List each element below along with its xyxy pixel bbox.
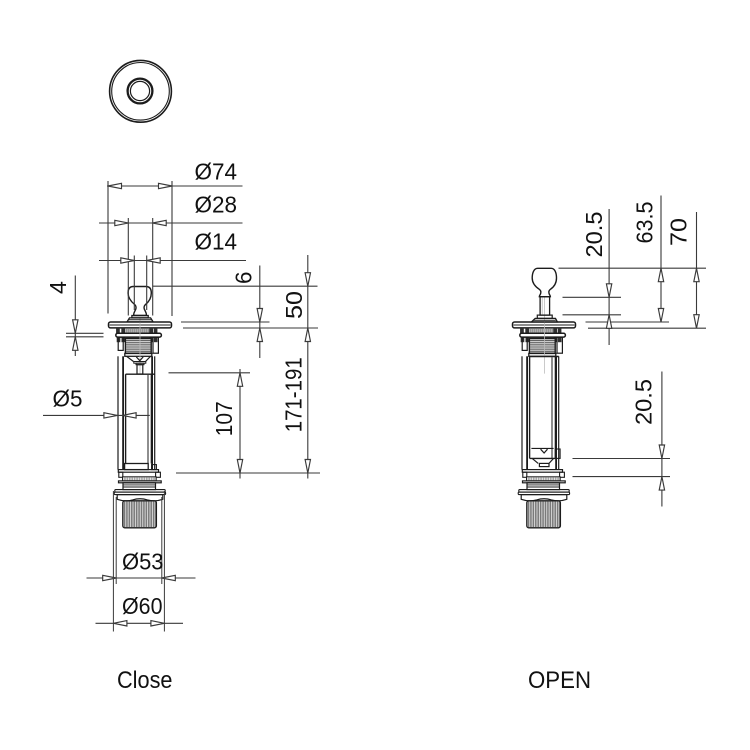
svg-text:20.5: 20.5 <box>631 379 657 425</box>
svg-text:63.5: 63.5 <box>632 202 658 244</box>
svg-text:Close: Close <box>117 667 173 694</box>
svg-text:4: 4 <box>45 281 71 294</box>
svg-text:6: 6 <box>231 272 257 285</box>
svg-text:Ø14: Ø14 <box>195 229 238 255</box>
svg-text:Ø74: Ø74 <box>195 159 238 185</box>
svg-text:171-191: 171-191 <box>281 357 307 432</box>
svg-text:Ø28: Ø28 <box>195 192 238 218</box>
svg-text:20.5: 20.5 <box>581 212 607 258</box>
svg-text:Ø53: Ø53 <box>122 549 164 575</box>
svg-text:OPEN: OPEN <box>528 667 591 694</box>
svg-text:107: 107 <box>211 401 237 436</box>
svg-text:50: 50 <box>281 291 307 319</box>
svg-text:70: 70 <box>666 218 692 246</box>
svg-text:Ø5: Ø5 <box>53 386 83 412</box>
svg-text:Ø60: Ø60 <box>122 593 163 619</box>
